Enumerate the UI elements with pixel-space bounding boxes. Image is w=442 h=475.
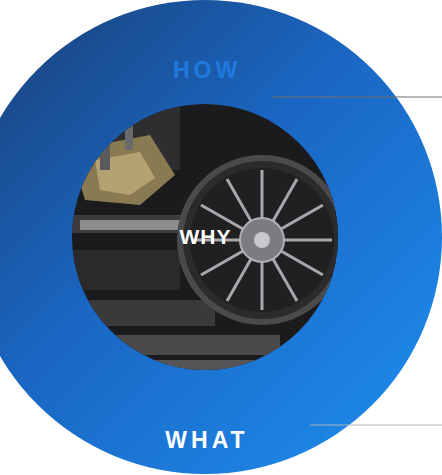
leader-line [272,97,442,98]
circle-label: WHY [72,223,338,251]
circle-label: HOW [9,56,401,84]
leader-line [310,425,442,426]
circle-fill [72,104,338,370]
circle-label: WHAT [0,426,442,454]
